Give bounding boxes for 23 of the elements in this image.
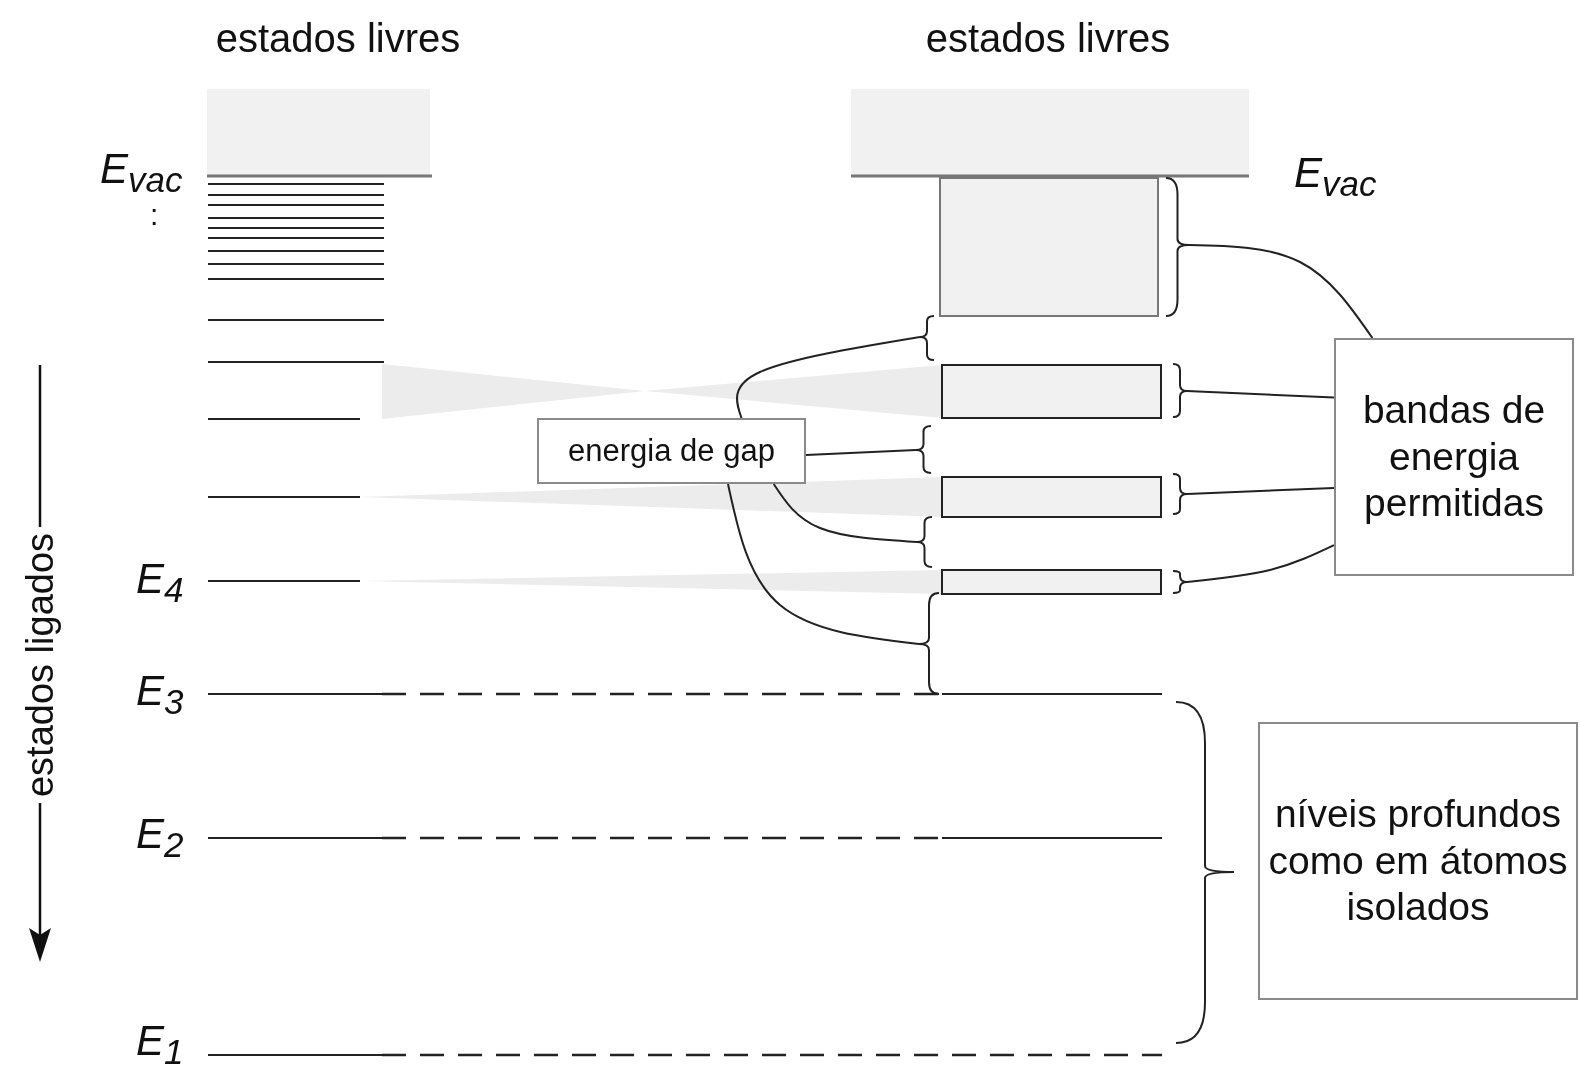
leader-line [736, 336, 921, 419]
text-box [1334, 338, 1574, 576]
leader-line [805, 449, 917, 456]
text-box [1258, 722, 1578, 1000]
energy-label: E$_{vac}$ [1294, 152, 1377, 202]
text-box [537, 418, 806, 484]
leader-line [727, 483, 920, 645]
energy-label: E$_{3}$ [136, 670, 184, 720]
leader-line [772, 483, 918, 543]
box-text: energia de gap [568, 432, 775, 470]
box-text: níveis profundos como em átomos isolados [1267, 790, 1569, 931]
energy-label: E$_{1}$ [136, 1020, 184, 1069]
leader-line [1186, 390, 1335, 399]
leader-line [1186, 544, 1335, 583]
leader-line [1188, 244, 1374, 339]
energy-label: E$_{4}$ [136, 558, 184, 608]
ellipsis-mark: : [150, 200, 159, 230]
energy-label: E$_{2}$ [136, 813, 184, 863]
heading: estados livres [215, 18, 461, 58]
leader-line [1186, 486, 1335, 495]
heading: estados livres [925, 18, 1171, 58]
box-text: bandas de energia permitidas [1361, 386, 1547, 527]
energy-label: E$_{vac}$ [100, 148, 183, 198]
